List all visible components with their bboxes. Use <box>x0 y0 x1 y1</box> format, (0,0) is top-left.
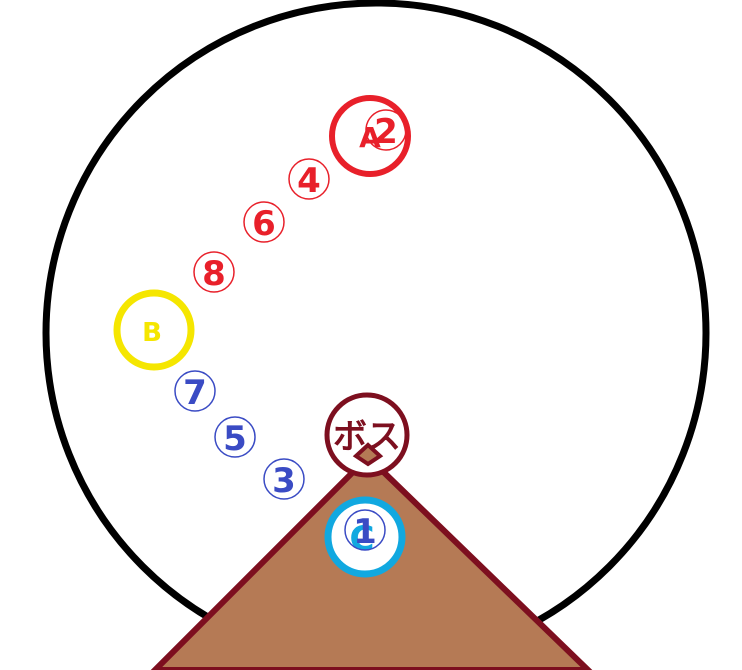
marker-2-label: 2 <box>374 112 398 152</box>
waymark-b: B <box>113 289 195 371</box>
marker-1: 1 <box>344 509 386 552</box>
marker-6-label: 6 <box>252 204 276 244</box>
marker-4-ring <box>288 158 330 200</box>
marker-5: 5 <box>214 416 256 459</box>
marker-2: 2 <box>365 109 407 152</box>
marker-6: 6 <box>243 201 285 244</box>
marker-8-ring <box>193 251 235 293</box>
marker-1-ring <box>344 509 386 551</box>
marker-7-ring <box>174 370 216 412</box>
waymark-b-label: B <box>142 318 162 348</box>
boss-label: ボス <box>333 417 401 457</box>
waymark-c-label: C <box>350 519 375 559</box>
marker-8-label: 8 <box>202 254 226 294</box>
marker-6-ring <box>243 201 285 243</box>
marker-2-ring <box>365 109 407 151</box>
marker-4-label: 4 <box>297 161 321 201</box>
marker-7: 7 <box>174 370 216 413</box>
waymark-b-ring <box>113 289 195 371</box>
waymark-c: C <box>324 496 406 578</box>
marker-8: 8 <box>193 251 235 294</box>
marker-3-ring <box>263 458 305 500</box>
waymark-c-ring <box>324 496 406 578</box>
marker-7-label: 7 <box>183 373 207 413</box>
boss-ring <box>324 392 410 478</box>
marker-5-label: 5 <box>223 419 247 459</box>
marker-3-label: 3 <box>272 461 296 501</box>
cone-apex <box>352 442 384 467</box>
marker-5-ring <box>214 416 256 458</box>
waymark-a-ring <box>329 95 411 177</box>
waymark-a: A <box>329 95 411 177</box>
waymark-a-label: A <box>359 121 381 154</box>
boss: ボス <box>324 392 410 478</box>
marker-4: 4 <box>288 158 330 201</box>
marker-1-label: 1 <box>353 512 377 552</box>
marker-3: 3 <box>263 458 305 501</box>
